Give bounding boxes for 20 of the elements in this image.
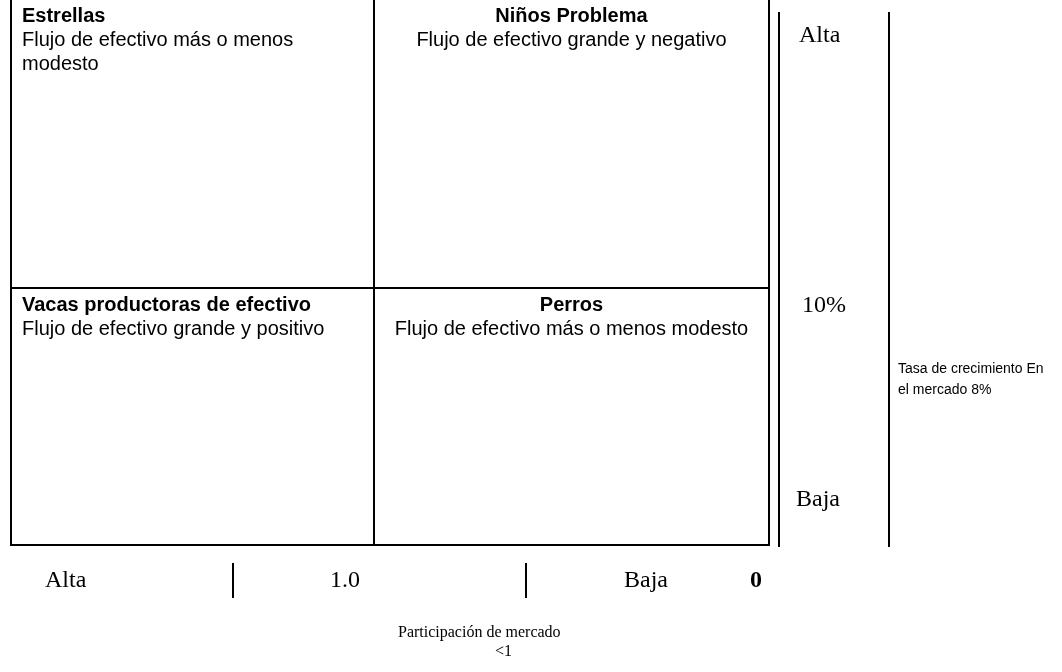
- axis-label: 0: [750, 565, 762, 594]
- axis-label: 1.0: [330, 565, 360, 594]
- quadrant-box: [10, 287, 375, 546]
- quadrant-heading: Perros: [538, 293, 605, 316]
- axis-label: Alta: [45, 565, 87, 594]
- quadrant-description: Flujo de efectivo grande y positivo: [22, 316, 326, 340]
- quadrant-description: Flujo de efectivo más o menos modesto: [22, 27, 295, 75]
- quadrant-heading: Niños Problema: [494, 4, 649, 27]
- quadrant-description: Flujo de efectivo más o menos modesto: [393, 316, 750, 340]
- axis-label: 10%: [802, 290, 846, 319]
- quadrant-heading: Vacas productoras de efectivo: [22, 293, 312, 316]
- axis-label: <1: [495, 641, 513, 661]
- quadrant-heading: Estrellas: [22, 4, 107, 27]
- axis-label: Participación de mercado: [398, 622, 561, 642]
- axis-label: Baja: [796, 484, 840, 513]
- quadrant-description: Flujo de efectivo grande y negativo: [415, 27, 728, 51]
- axis-label: Alta: [799, 20, 841, 49]
- axis-label: Baja: [624, 565, 668, 594]
- quadrant-box: [373, 287, 770, 546]
- axis-label: Tasa de crecimiento En el mercado 8%: [898, 359, 1045, 399]
